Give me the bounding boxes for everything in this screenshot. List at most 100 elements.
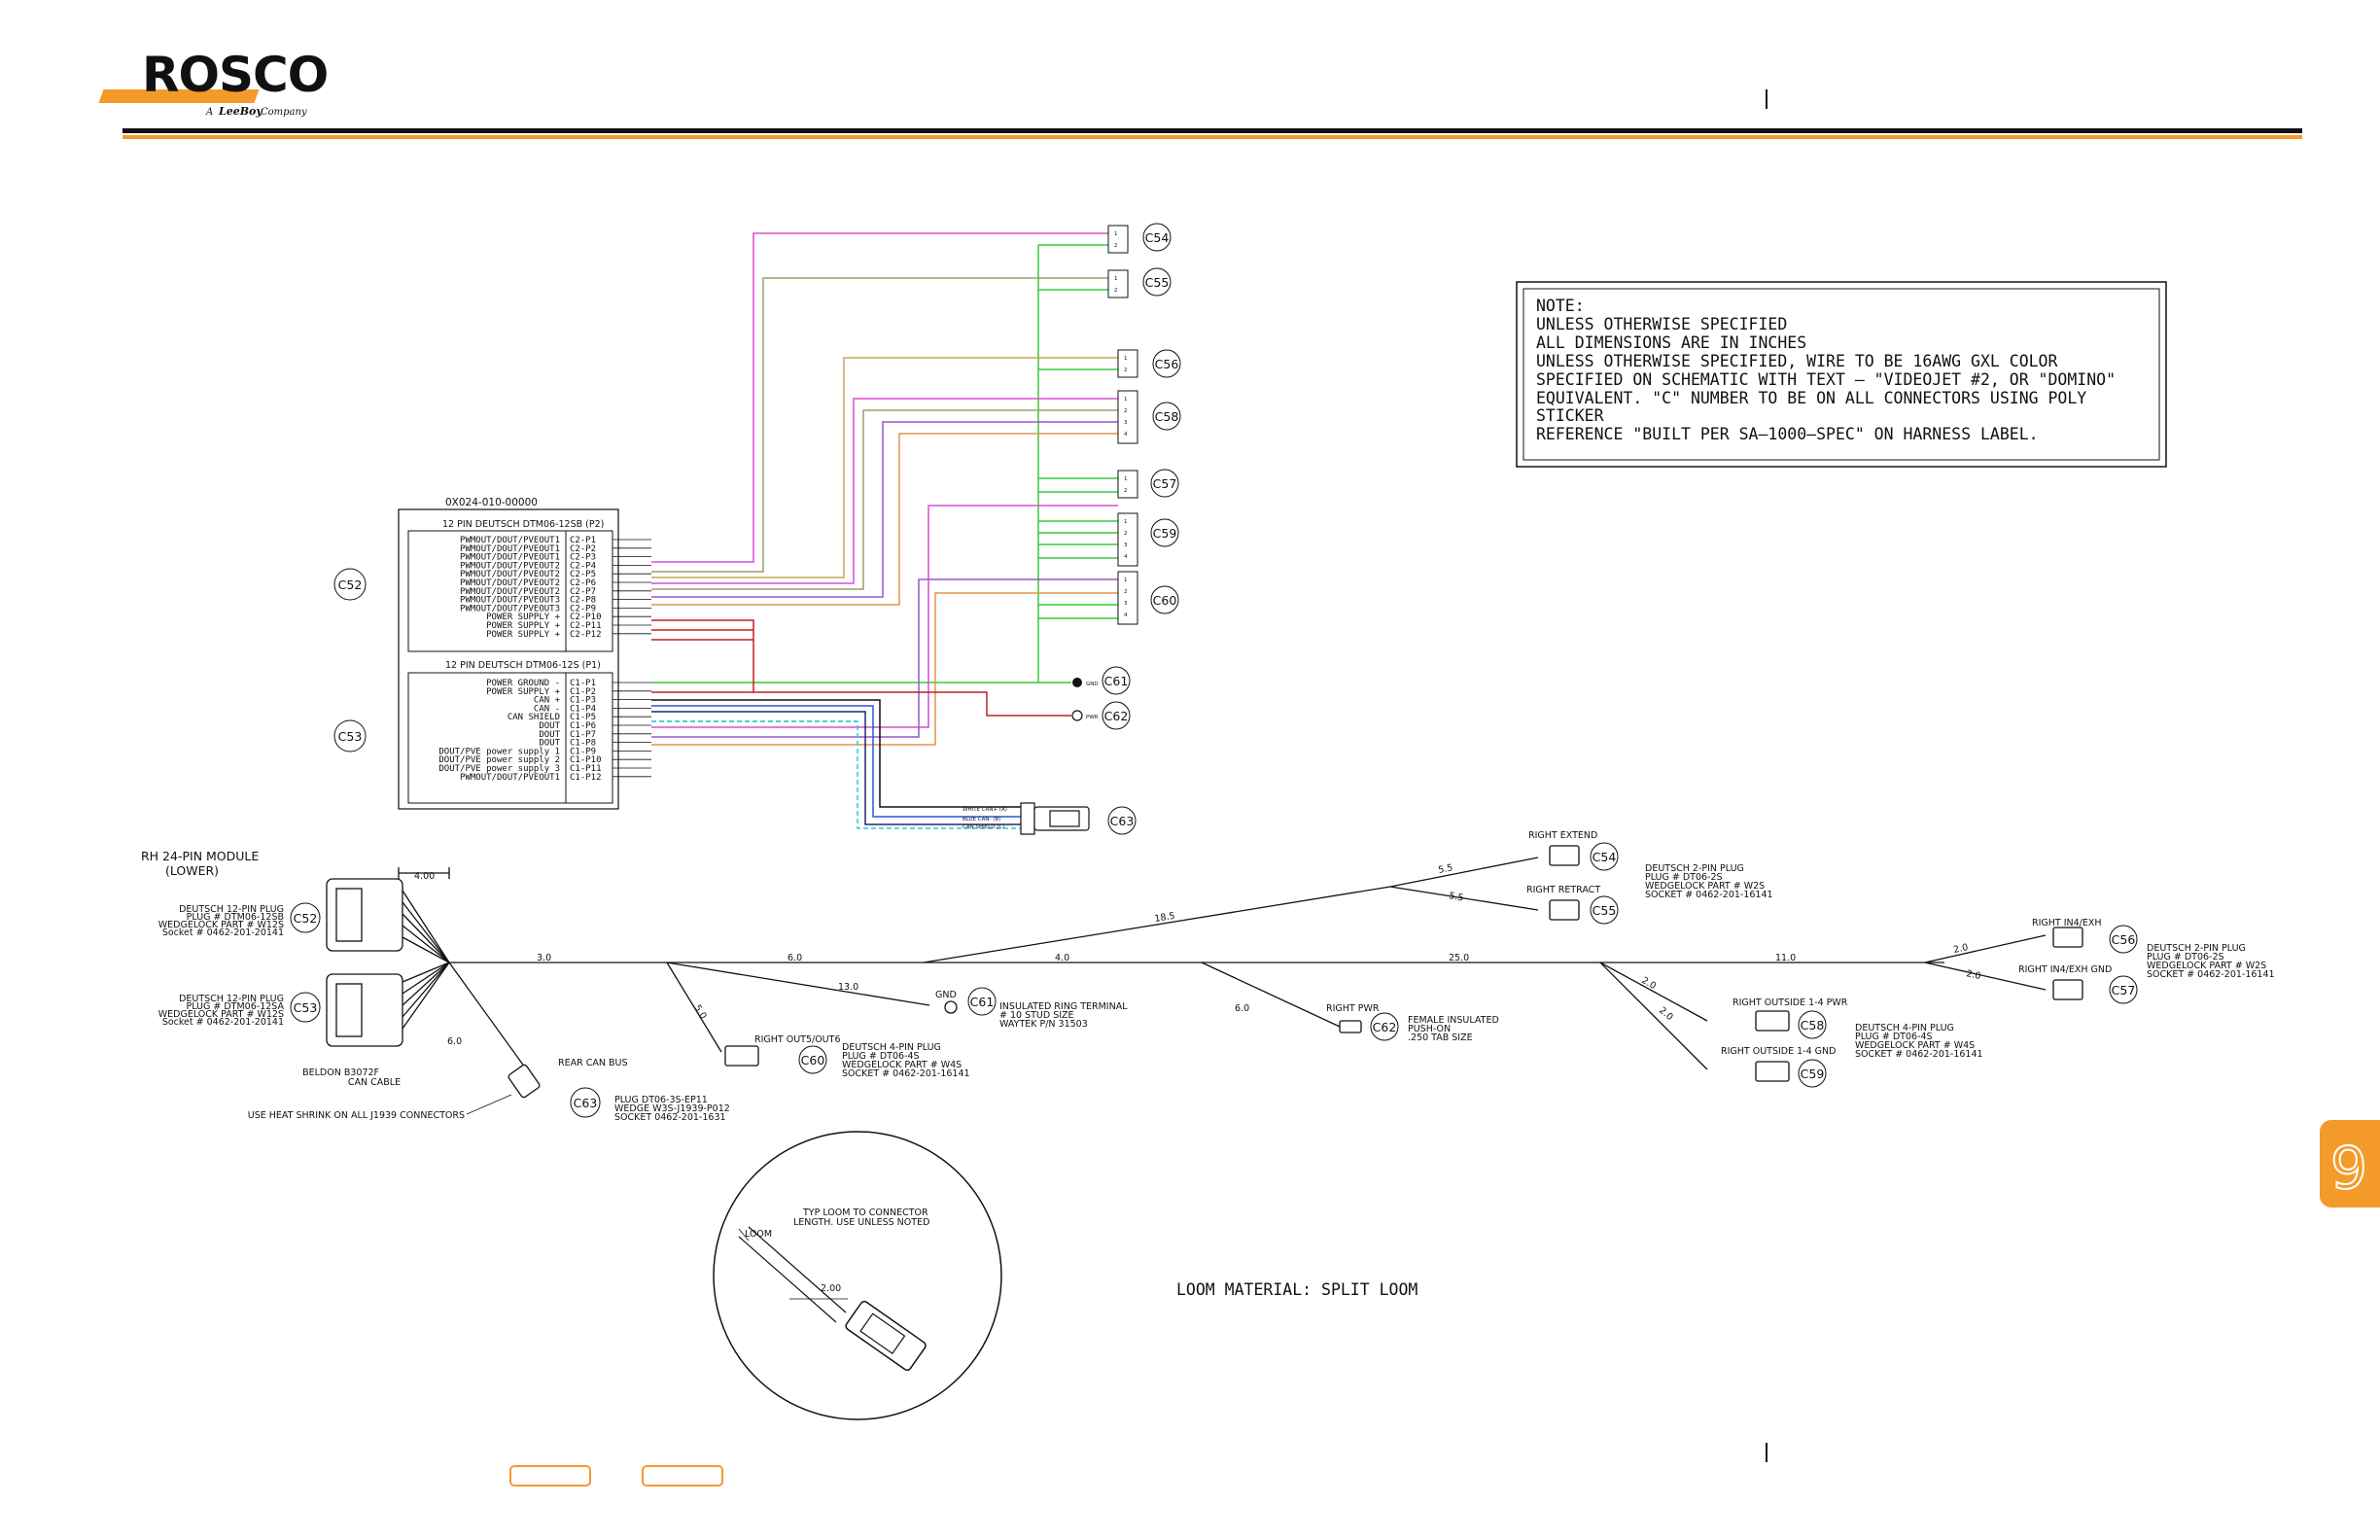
pin-name: DOUT/PVE power supply 3 xyxy=(438,764,560,774)
can-label: BLUE CAN- (B) xyxy=(962,817,1000,822)
svg-text:DEUTSCH 12-PIN PLUG: DEUTSCH 12-PIN PLUG xyxy=(179,994,284,1004)
harness-callout-c63: C63 xyxy=(570,1087,601,1118)
pin-id: C2-P11 xyxy=(570,621,602,631)
prev-page-button[interactable] xyxy=(509,1465,591,1487)
svg-text:WEDGELOCK PART # W4S: WEDGELOCK PART # W4S xyxy=(1855,1040,1975,1051)
svg-text:3: 3 xyxy=(1124,601,1128,607)
loom-material-note: LOOM MATERIAL: SPLIT LOOM xyxy=(1176,1280,1418,1299)
harness-trunk xyxy=(398,857,2047,1070)
module-subtitle: (LOWER) xyxy=(165,863,219,878)
svg-text:C62: C62 xyxy=(1373,1020,1397,1034)
pin-id: C2-P5 xyxy=(570,570,596,579)
harness-callout-c53: C53 xyxy=(290,992,321,1023)
connector-c54-symbol xyxy=(1107,225,1129,254)
connector-c55-body xyxy=(1549,899,1580,921)
schematic-callouts: C54 C55 C56 C58 C57 C59 C60 C61 C62 C63 xyxy=(1102,223,1181,835)
callout-c60: C60 xyxy=(1150,585,1179,614)
pin-id: C2-P2 xyxy=(570,544,596,554)
harness-callout-c54: C54 xyxy=(1590,842,1619,871)
svg-text:PLUG # DTM06-12SB: PLUG # DTM06-12SB xyxy=(187,912,284,923)
pin-id: C2-P10 xyxy=(570,612,602,622)
svg-text:C59: C59 xyxy=(1801,1067,1825,1081)
pin-name: DOUT xyxy=(539,721,560,731)
svg-text:C55: C55 xyxy=(1145,275,1170,290)
svg-text:C54: C54 xyxy=(1145,230,1170,245)
svg-text:RIGHT OUTSIDE 1-4 GND: RIGHT OUTSIDE 1-4 GND xyxy=(1721,1046,1836,1057)
connector-c52-latch xyxy=(335,888,363,942)
pin-name: PWMOUT/DOUT/PVEOUT2 xyxy=(460,578,560,588)
pin-id: C1-P4 xyxy=(570,704,596,714)
pin-name: DOUT xyxy=(539,739,560,749)
svg-text:RIGHT OUT5/OUT6: RIGHT OUT5/OUT6 xyxy=(754,1034,841,1045)
connector-c54-body xyxy=(1549,845,1580,866)
pin-id: C1-P3 xyxy=(570,696,596,706)
svg-text:2: 2 xyxy=(1114,288,1118,294)
logo-text: ROSCO xyxy=(142,47,328,103)
svg-text:C56: C56 xyxy=(2112,932,2136,947)
ring-terminal-c61 xyxy=(944,1000,958,1014)
svg-text:TYP LOOM TO CONNECTOR: TYP LOOM TO CONNECTOR xyxy=(802,1208,928,1218)
svg-text:RIGHT PWR: RIGHT PWR xyxy=(1326,1003,1380,1014)
tab-terminal-c62 xyxy=(1339,1020,1362,1033)
harness-callout-c61: C61 xyxy=(967,987,997,1016)
svg-text:WAYTEK P/N 31503: WAYTEK P/N 31503 xyxy=(999,1019,1088,1030)
svg-text:C54: C54 xyxy=(1592,850,1617,864)
can-label: CAN SHIELD (C) xyxy=(962,824,1004,830)
svg-text:PLUG # DT06-4S: PLUG # DT06-4S xyxy=(842,1051,920,1062)
svg-text:C55: C55 xyxy=(1592,903,1617,918)
next-page-button[interactable] xyxy=(642,1465,723,1487)
svg-text:C61: C61 xyxy=(1104,674,1129,688)
pin-id: C1-P9 xyxy=(570,747,596,756)
callout-c56: C56 xyxy=(1152,349,1181,378)
svg-text:RIGHT EXTEND: RIGHT EXTEND xyxy=(1528,830,1597,841)
svg-text:C52: C52 xyxy=(338,578,363,592)
section-tab-number: 9 xyxy=(2330,1135,2367,1203)
svg-text:PLUG DT06-3S-EP11: PLUG DT06-3S-EP11 xyxy=(614,1095,708,1105)
pin-id: C1-P1 xyxy=(570,679,596,688)
svg-text:USE HEAT SHRINK ON ALL J1939 C: USE HEAT SHRINK ON ALL J1939 CONNECTORS xyxy=(248,1110,465,1121)
header: ROSCO A LeeBoy Company xyxy=(98,47,2302,1462)
svg-text:WEDGELOCK PART # W2S: WEDGELOCK PART # W2S xyxy=(1645,881,1765,892)
loom-detail: LOOM TYP LOOM TO CONNECTOR LENGTH. USE U… xyxy=(713,1131,1002,1420)
note-box: NOTE: UNLESS OTHERWISE SPECIFIED ALL DIM… xyxy=(1516,281,2167,468)
pin-name: PWMOUT/DOUT/PVEOUT2 xyxy=(460,561,560,571)
pin-name: POWER SUPPLY + xyxy=(486,621,560,631)
callout-c62: C62 xyxy=(1102,701,1131,730)
harness-callout-c60: C60 xyxy=(798,1045,827,1074)
callout-c58: C58 xyxy=(1152,402,1181,431)
svg-text:RIGHT IN4/EXH: RIGHT IN4/EXH xyxy=(2032,918,2102,928)
harness-callout-c62: C62 xyxy=(1370,1012,1399,1041)
svg-text:2.0: 2.0 xyxy=(1640,975,1659,992)
module-block: 0X024-010-00000 12 PIN DEUTSCH DTM06-12S… xyxy=(398,497,651,810)
svg-text:SOCKET # 0462-201-16141: SOCKET # 0462-201-16141 xyxy=(2147,969,2275,980)
connector-c56-body xyxy=(2052,927,2083,948)
connector-c56-symbol xyxy=(1117,349,1138,378)
note-line: SPECIFIED ON SCHEMATIC WITH TEXT – "VIDE… xyxy=(1536,370,2116,389)
svg-text:.250 TAB SIZE: .250 TAB SIZE xyxy=(1408,1032,1473,1043)
section-tab[interactable]: 9 xyxy=(2320,1120,2380,1208)
svg-text:C53: C53 xyxy=(338,729,363,744)
svg-text:C63: C63 xyxy=(574,1096,598,1110)
svg-text:DEUTSCH 4-PIN PLUG: DEUTSCH 4-PIN PLUG xyxy=(842,1042,941,1053)
svg-text:WEDGELOCK PART # W12S: WEDGELOCK PART # W12S xyxy=(158,1009,284,1020)
connector-c60-symbol xyxy=(1117,571,1138,625)
callout-c55: C55 xyxy=(1142,267,1172,297)
svg-text:SOCKET # 0462-201-16141: SOCKET # 0462-201-16141 xyxy=(1645,890,1773,900)
harness-connectors xyxy=(326,845,2083,1099)
can-connector-symbol xyxy=(1020,802,1090,835)
svg-text:Socket # 0462-201-20141: Socket # 0462-201-20141 xyxy=(162,1017,284,1028)
svg-text:6.0: 6.0 xyxy=(447,1036,462,1047)
svg-text:CAN CABLE: CAN CABLE xyxy=(348,1077,401,1088)
svg-text:1: 1 xyxy=(1124,578,1128,583)
note-line: EQUIVALENT. "C" NUMBER TO BE ON ALL CONN… xyxy=(1536,389,2086,407)
svg-text:2.0: 2.0 xyxy=(1952,942,1969,956)
svg-text:LENGTH. USE UNLESS NOTED: LENGTH. USE UNLESS NOTED xyxy=(793,1217,929,1228)
harness-callout-c58: C58 xyxy=(1798,1010,1827,1039)
connector-c55-symbol xyxy=(1107,269,1129,298)
callout-c59: C59 xyxy=(1150,518,1179,547)
svg-text:2: 2 xyxy=(1124,488,1128,494)
pin-name: CAN + xyxy=(534,696,561,706)
svg-text:C60: C60 xyxy=(1153,593,1177,608)
